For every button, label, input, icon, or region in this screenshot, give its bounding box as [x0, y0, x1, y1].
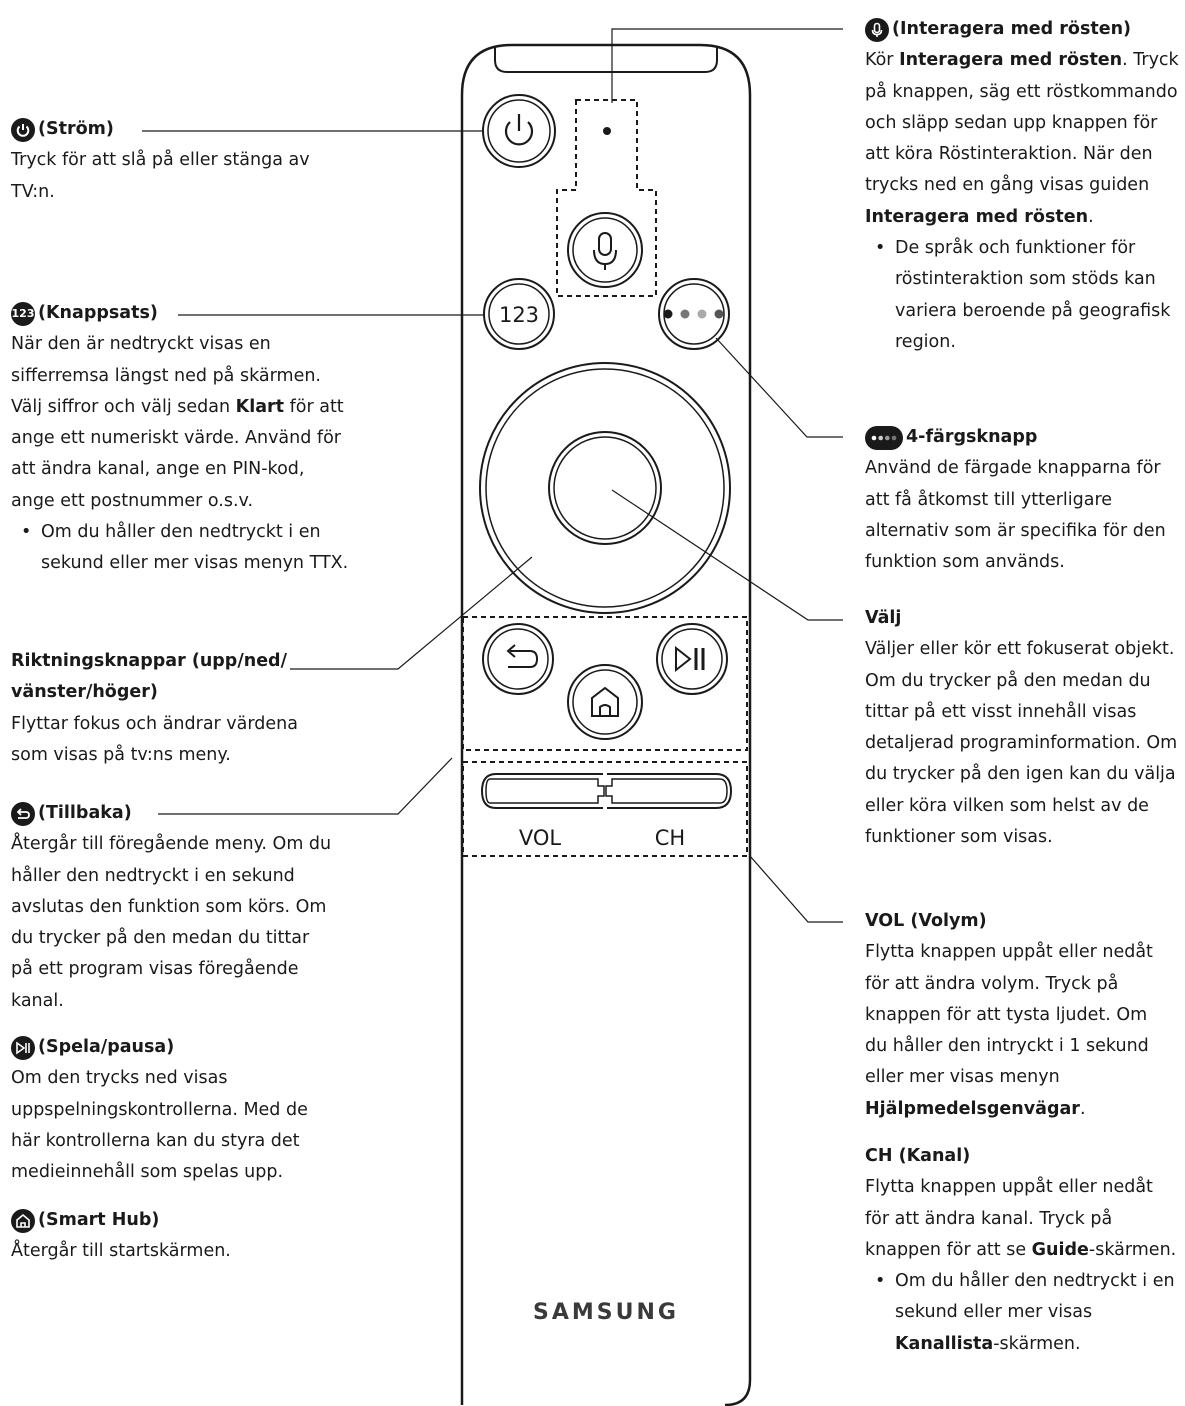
back-arrow-icon — [11, 801, 35, 826]
vol-description: VOL (Volym) Flytta knappen uppåt eller n… — [865, 906, 1170, 1125]
power-title: (Ström) — [38, 119, 114, 139]
vol-text: Flytta knappen uppåt eller nedåt för att… — [865, 942, 1153, 1119]
ch-label: CH — [655, 826, 685, 850]
keypad-button-label: 123 — [499, 303, 539, 327]
vol-label: VOL — [519, 826, 562, 850]
nav-area-outline — [462, 616, 748, 751]
select-title: Välj — [865, 608, 902, 628]
voice-description: (Interagera med rösten) Kör Interagera m… — [865, 14, 1180, 358]
ch-description: CH (Kanal) Flytta knappen uppåt eller ne… — [865, 1141, 1180, 1360]
microphone-hole — [603, 127, 611, 135]
color-title: 4-färgsknapp — [906, 427, 1038, 447]
voice-bullet: De språk och funktioner för röstinterakt… — [865, 233, 1180, 358]
direction-pad[interactable] — [479, 362, 731, 614]
color-button[interactable] — [658, 278, 730, 350]
vol-ch-rocker[interactable] — [480, 773, 733, 809]
remote-top-cap — [494, 46, 718, 73]
home-icon — [11, 1208, 35, 1233]
keypad-description: 123 (Knappsats) När den är nedtryckt vis… — [11, 298, 351, 580]
smarthub-description: (Smart Hub) Återgår till startskärmen. — [11, 1205, 311, 1268]
playpause-text: Om den trycks ned visas uppspelningskont… — [11, 1068, 308, 1183]
select-button[interactable] — [548, 431, 662, 545]
smarthub-title: (Smart Hub) — [38, 1210, 160, 1230]
voice-title: (Interagera med rösten) — [892, 19, 1132, 39]
back-title: (Tillbaka) — [38, 803, 132, 823]
power-button[interactable] — [482, 94, 556, 168]
back-description: (Tillbaka) Återgår till föregående meny.… — [11, 798, 336, 1017]
ch-bullet: Om du håller den nedtryckt i en sekund e… — [865, 1266, 1180, 1360]
ch-title: CH (Kanal) — [865, 1146, 971, 1166]
play-pause-icon — [11, 1035, 35, 1060]
playpause-description: (Spela/pausa) Om den trycks ned visas up… — [11, 1032, 336, 1188]
keypad-button[interactable] — [483, 278, 555, 350]
power-text: Tryck för att slå på eller stänga av TV:… — [11, 150, 310, 202]
keypad-title: (Knappsats) — [38, 303, 158, 323]
keypad-bullet: Om du håller den nedtryckt i en sekund e… — [11, 517, 351, 580]
brand-logo: SAMSUNG — [533, 1300, 679, 1325]
select-description: Välj Väljer eller kör ett fokuserat obje… — [865, 603, 1183, 853]
home-button[interactable] — [567, 664, 643, 740]
vol-title: VOL (Volym) — [865, 911, 987, 931]
direction-title: Riktningsknappar (upp/ned/ vänster/höger… — [11, 651, 287, 703]
select-text: Väljer eller kör ett fokuserat objekt. O… — [865, 639, 1178, 848]
keypad-123-icon: 123 — [11, 301, 35, 326]
back-button[interactable] — [482, 623, 554, 695]
remote-body — [460, 43, 752, 1406]
play-pause-button[interactable] — [656, 623, 728, 695]
leader-lines — [142, 28, 843, 923]
playpause-title: (Spela/pausa) — [38, 1037, 175, 1057]
power-description: (Ström) Tryck för att slå på eller stäng… — [11, 114, 331, 208]
four-color-dots-icon — [865, 425, 903, 450]
microphone-icon — [865, 17, 889, 42]
color-text: Använd de färgade knapparna för att få å… — [865, 458, 1166, 573]
smarthub-text: Återgår till startskärmen. — [11, 1241, 231, 1262]
ch-text: Flytta knappen uppåt eller nedåt för att… — [865, 1177, 1177, 1260]
direction-description: Riktningsknappar (upp/ned/ vänster/höger… — [11, 646, 311, 771]
voice-area-outline — [556, 99, 657, 297]
back-text: Återgår till föregående meny. Om du håll… — [11, 834, 332, 1011]
voice-button[interactable] — [567, 212, 643, 288]
color-description: 4-färgsknapp Använd de färgade knapparna… — [865, 422, 1180, 578]
power-icon — [11, 117, 35, 142]
keypad-text: När den är nedtryckt visas en sifferrems… — [11, 334, 344, 511]
voice-text: Kör Interagera med rösten. Tryck på knap… — [865, 50, 1179, 227]
direction-text: Flyttar fokus och ändrar värdena som vis… — [11, 713, 298, 765]
